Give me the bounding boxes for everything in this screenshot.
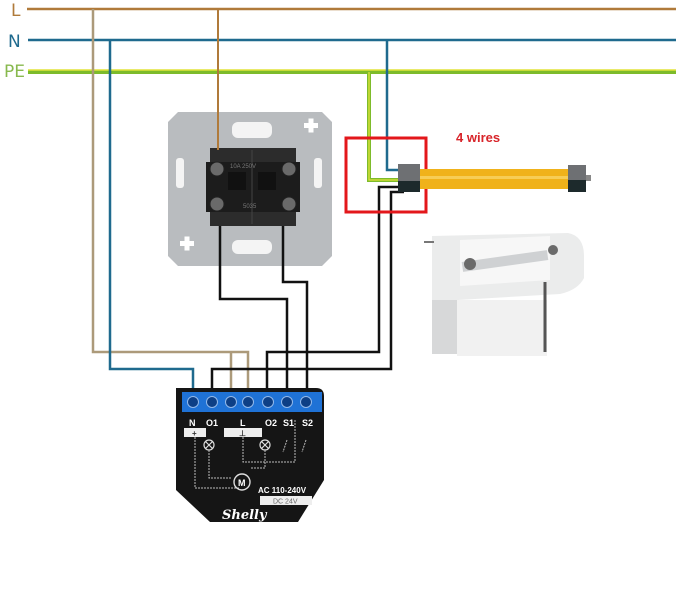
terminal-label-o2: O2 <box>265 418 277 428</box>
dc-rating-label: DC 24V <box>273 499 298 506</box>
shutter-switch <box>168 112 332 266</box>
motor-symbol-label: M <box>238 478 246 488</box>
terminal-label-s2: S2 <box>302 418 313 428</box>
motor-wire-o2 <box>210 190 404 392</box>
terminal-symbol-plus: + <box>192 429 197 438</box>
terminal-symbol-ground: ⊥ <box>239 429 246 438</box>
terminal-label-o1: O1 <box>206 418 218 428</box>
module-terminal-screw-icon <box>187 396 312 408</box>
four-wires-annotation: 4 wires <box>456 130 501 145</box>
bus-label-pe: PE <box>4 62 25 82</box>
neutral-drop-to-motor <box>385 40 402 172</box>
tubular-motor <box>398 164 591 192</box>
roller-shutter-box <box>424 233 584 356</box>
terminal-screw-icon <box>209 161 297 212</box>
switch-wire-s1 <box>218 226 289 392</box>
terminal-label-s1: S1 <box>283 418 294 428</box>
motor-wire-o1 <box>265 185 404 392</box>
motor-symbol-icon <box>233 473 251 491</box>
bus-label-n: N <box>8 32 21 52</box>
terminal-label-l: L <box>240 418 246 428</box>
switch-wire-s2 <box>281 226 309 392</box>
switch-rating-label: 10A 250V <box>230 164 256 170</box>
screw-cross-icon <box>180 118 318 251</box>
ac-rating-label: AC 110-240V <box>258 486 307 495</box>
shelly-brand-logo: Shelly <box>222 508 268 523</box>
shelly-module <box>176 388 324 522</box>
terminal-label-n: N <box>189 418 196 428</box>
neutral-drop-to-module <box>108 40 195 392</box>
switch-code-label: 5035 <box>243 204 257 210</box>
earth-drop-to-motor <box>367 72 402 182</box>
live-drop-to-module <box>91 9 250 392</box>
bus-label-l: L <box>11 1 21 21</box>
